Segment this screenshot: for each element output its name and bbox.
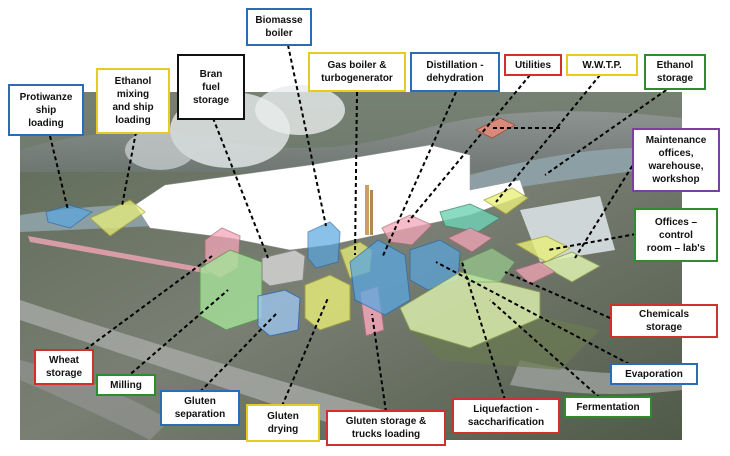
zone-ethanol-mixing — [89, 199, 146, 237]
zone-pipe — [28, 236, 210, 274]
zone-wwtp — [482, 187, 529, 215]
label-gas-boiler-turbogenerator: Gas boiler & turbogenerator — [308, 52, 406, 92]
label-distillation-dehydration: Distillation - dehydration — [410, 52, 500, 92]
label-offices-control-room: Offices – control room – lab's — [634, 208, 718, 262]
chimney — [365, 185, 369, 235]
label-gluten-storage-trucks-loading: Gluten storage & trucks loading — [326, 410, 446, 446]
zone-pink-right — [514, 261, 557, 285]
label-milling: Milling — [96, 374, 156, 396]
zone-teal-tanks — [439, 203, 502, 233]
label-evaporation: Evaporation — [610, 363, 698, 385]
label-fermentation: Fermentation — [564, 396, 652, 418]
leader-lines — [49, 44, 673, 413]
zone-milling — [199, 249, 263, 331]
label-utilities: Utilities — [504, 54, 562, 76]
facility-zones — [28, 117, 602, 349]
label-gluten-separation: Gluten separation — [160, 390, 240, 426]
label-ethanol-storage: Ethanol storage — [644, 54, 706, 90]
zone-maintenance — [538, 251, 602, 283]
label-chemicals-storage: Chemicals storage — [610, 304, 718, 338]
label-liquefaction-saccharification: Liquefaction - saccharification — [452, 398, 560, 434]
zone-gluten-separation — [257, 289, 301, 337]
label-gluten-drying: Gluten drying — [246, 404, 320, 442]
label-wwtp: W.W.T.P. — [566, 54, 638, 76]
label-ethanol-mixing-ship-loading: Ethanol mixing and ship loading — [96, 68, 170, 134]
zone-chemicals — [446, 227, 494, 253]
label-protiwanze-ship-loading: Protiwanze ship loading — [8, 84, 84, 136]
zone-offices — [514, 235, 572, 263]
label-biomasse-boiler: Biomasse boiler — [246, 8, 312, 46]
zone-utilities — [381, 214, 433, 246]
zone-distillation — [349, 239, 411, 316]
zone-protiwanze — [45, 204, 94, 229]
zone-biomasse — [307, 221, 341, 269]
label-wheat-storage: Wheat storage — [34, 349, 94, 385]
zone-bran — [261, 249, 306, 287]
chimney — [370, 190, 373, 235]
zone-gluten-drying — [304, 274, 351, 331]
label-bran-fuel-storage: Bran fuel storage — [177, 54, 245, 120]
label-maintenance-offices: Maintenance offices, warehouse, workshop — [632, 128, 720, 192]
